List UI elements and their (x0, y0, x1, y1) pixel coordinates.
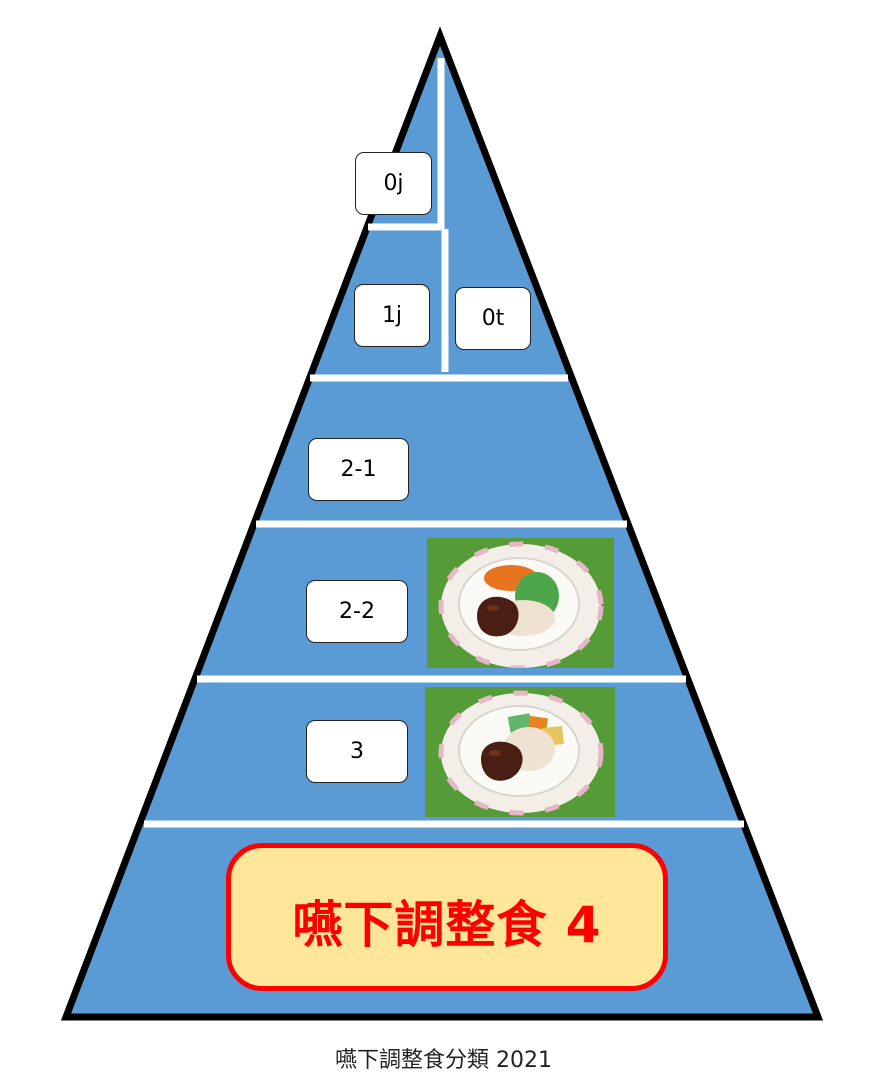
soft-meal-plate-icon (425, 687, 615, 817)
level-3-food-photo (425, 687, 615, 817)
level-3-label: 3 (306, 720, 408, 783)
level-4-highlight-box: 嚥下調整食 4 (226, 843, 668, 991)
level-0t-label: 0t (455, 287, 531, 350)
level-2-2-food-photo (427, 538, 614, 668)
pureed-meal-plate-icon (427, 538, 614, 668)
level-4-label: 嚥下調整食 4 (292, 896, 602, 954)
level-1j-label: 1j (354, 284, 430, 347)
level-2-2-label: 2-2 (306, 580, 408, 643)
figure-caption: 嚥下調整食分類 2021 (335, 1048, 552, 1073)
level-2-1-label: 2-1 (308, 438, 409, 501)
level-dividers (144, 58, 744, 828)
level-0j-label: 0j (355, 152, 432, 215)
